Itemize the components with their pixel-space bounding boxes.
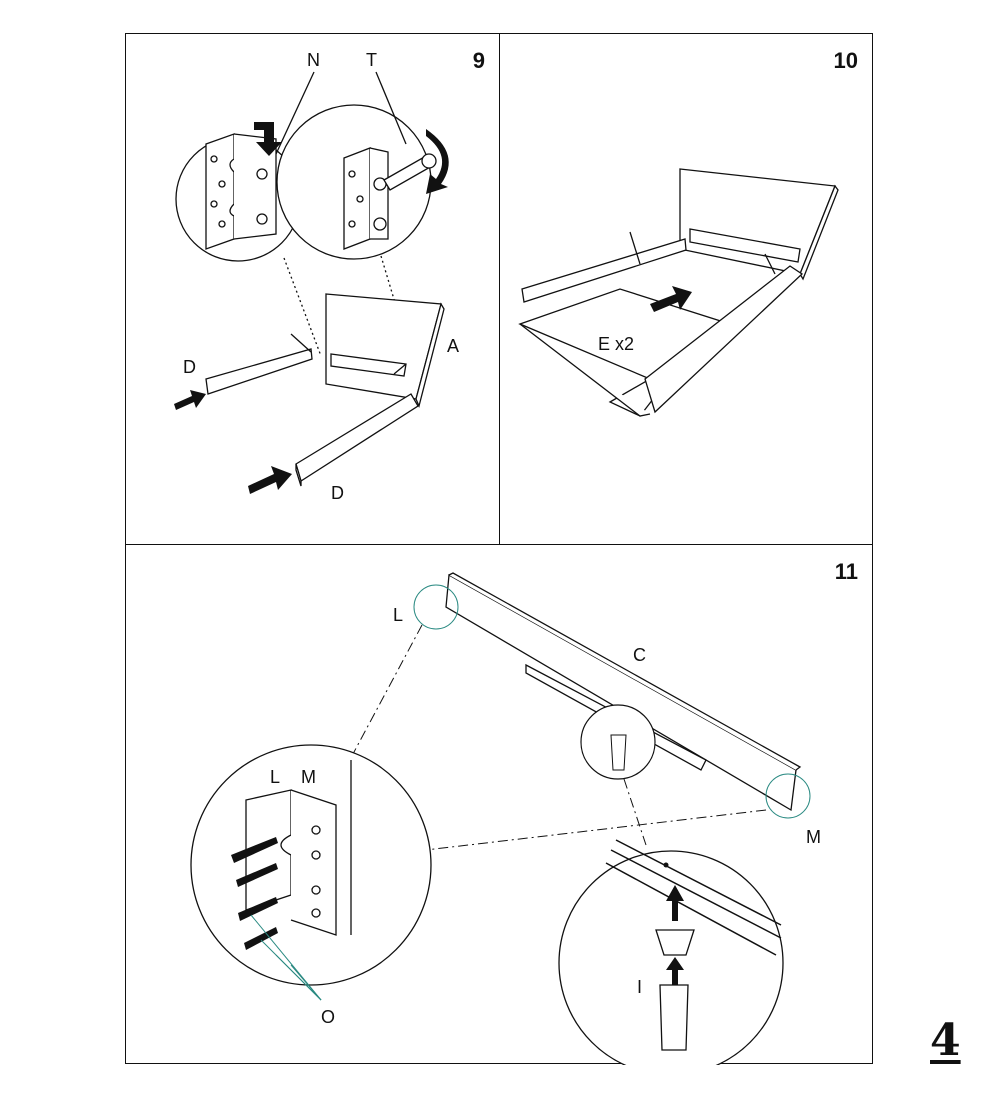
- bracket-icon: [343, 147, 437, 250]
- detail-marker-l: [413, 584, 459, 630]
- label-l-detail: L: [270, 767, 280, 787]
- step-11-panel: 11: [125, 544, 873, 1065]
- label-c: C: [633, 645, 646, 665]
- step-number: 10: [833, 48, 858, 73]
- leg-icon: [659, 984, 689, 1051]
- arrow-icon: [666, 885, 684, 921]
- arrow-icon: [248, 466, 292, 494]
- label-d-left: D: [183, 357, 196, 377]
- step-10-illustration: E x2: [518, 168, 839, 417]
- label-t: T: [366, 50, 377, 70]
- step-9-illustration: N T A D D: [174, 50, 459, 503]
- page-number: 4: [930, 1015, 961, 1066]
- rotate-arrow-icon: [426, 129, 449, 194]
- label-e: E x2: [598, 334, 634, 354]
- label-m-detail: M: [301, 767, 316, 787]
- label-a: A: [447, 336, 459, 356]
- detail-circle-leg-large: [558, 850, 784, 1065]
- arrow-icon: [666, 957, 684, 985]
- label-l-top: L: [393, 605, 403, 625]
- label-o: O: [321, 1007, 335, 1027]
- step-10-panel: 10 E x2: [499, 33, 873, 545]
- arrow-icon: [650, 286, 692, 312]
- label-d-bottom: D: [331, 483, 344, 503]
- step-9-panel: 9: [125, 33, 500, 545]
- step-number: 9: [472, 48, 485, 73]
- screw-icon: [231, 837, 278, 950]
- bed-frame-step10: [518, 168, 839, 417]
- bed-frame-step9: [205, 293, 445, 487]
- leg-icon: [655, 929, 695, 956]
- label-i: I: [637, 977, 642, 997]
- bracket-icon: [245, 760, 352, 936]
- bracket-icon: [205, 133, 277, 250]
- label-m-right: M: [806, 827, 821, 847]
- leg-icon: [610, 734, 627, 771]
- arrow-icon: [254, 122, 282, 156]
- arrow-icon: [174, 390, 206, 410]
- step-11-illustration: L C M L M O I: [190, 572, 821, 1065]
- detail-marker-m: [765, 773, 811, 819]
- step-number: 11: [834, 559, 858, 584]
- label-n: N: [307, 50, 320, 70]
